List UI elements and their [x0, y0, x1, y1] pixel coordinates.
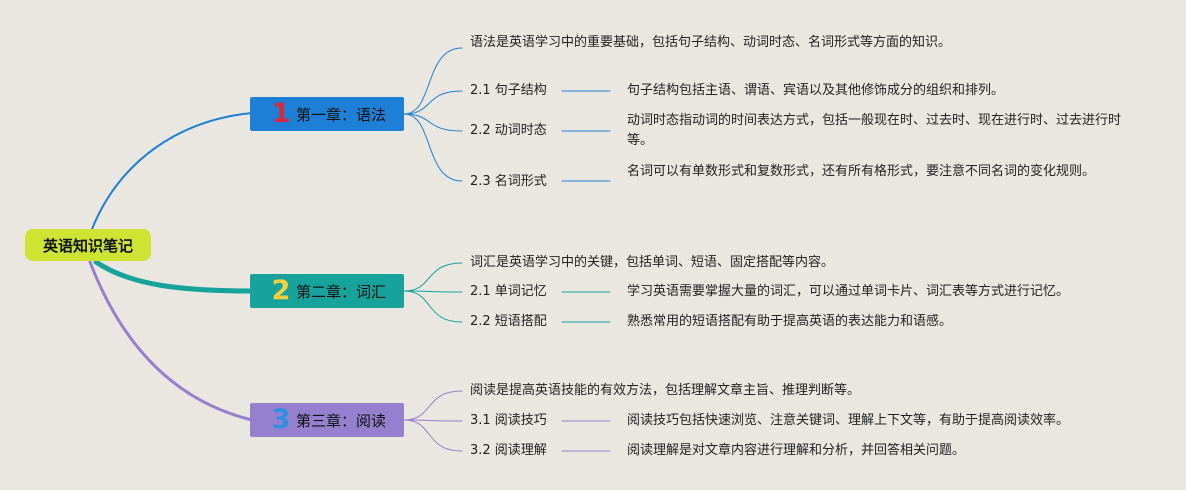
sub-branch-line [403, 47, 463, 115]
chapter-summary: 词汇是英语学习中的关键，包括单词、短语、固定搭配等内容。 [470, 255, 835, 270]
root-label: 英语知识笔记 [42, 236, 133, 255]
subtopic-desc: 阅读理解是对文章内容进行理解和分析，并回答相关问题。 [627, 443, 966, 458]
sub-branch-line [403, 419, 463, 422]
subtopic-desc: 句子结构包括主语、谓语、宾语以及其他修饰成分的组织和排列。 [627, 83, 1005, 98]
subtopic-desc: 熟悉常用的短语搭配有助于提高英语的表达能力和语感。 [627, 314, 953, 329]
subtopic-label: 2.1 单词记忆 [470, 284, 547, 299]
sub-branch-line [403, 419, 463, 452]
sub-branch-line [403, 390, 463, 421]
sub-branch-line [403, 290, 463, 323]
subtopic-label: 2.1 句子结构 [470, 83, 547, 98]
sub-branch-line [403, 113, 463, 182]
sub-branch-line [403, 113, 463, 132]
sub-branch-line [403, 90, 463, 115]
chapter-node-grammar[interactable]: 1 第一章：语法 [250, 97, 404, 131]
chapter-number-badge: 2 [271, 275, 291, 306]
subtopic-label: 2.2 动词时态 [470, 123, 547, 138]
subtopic-label: 3.1 阅读技巧 [470, 413, 547, 428]
subtopic-desc: 学习英语需要掌握大量的词汇，可以通过单词卡片、词汇表等方式进行记忆。 [627, 284, 1070, 299]
sub-branch-line [403, 262, 463, 292]
branch-line-chapter-1 [91, 112, 253, 230]
chapter-summary: 阅读是提高英语技能的有效方法，包括理解文章主旨、推理判断等。 [470, 383, 861, 398]
subtopic-desc: 名词可以有单数形式和复数形式，还有所有格形式，要注意不同名词的变化规则。 [627, 164, 1096, 179]
subtopic-label: 2.3 名词形式 [470, 174, 547, 189]
branch-line-chapter-2 [93, 259, 255, 294]
chapter-node-vocabulary[interactable]: 2 第二章：词汇 [250, 274, 404, 308]
chapter-number-badge: 1 [271, 98, 291, 129]
chapter-summary: 语法是英语学习中的重要基础，包括句子结构、动词时态、名词形式等方面的知识。 [470, 35, 952, 50]
chapter-label: 第二章：词汇 [296, 282, 387, 301]
chapter-number-badge: 3 [271, 404, 291, 435]
chapter-label: 第三章：阅读 [296, 411, 387, 430]
subtopic-desc: 动词时态指动词的时间表达方式，包括一般现在时、过去时、现在进行时、过去进行时等。 [627, 113, 1122, 148]
chapter-label: 第一章：语法 [296, 105, 387, 124]
subtopic-label: 2.2 短语搭配 [470, 314, 547, 329]
chapter-node-reading[interactable]: 3 第三章：阅读 [250, 403, 404, 437]
subtopic-label: 3.2 阅读理解 [470, 443, 547, 458]
subtopic-desc: 阅读技巧包括快速浏览、注意关键词、理解上下文等，有助于提高阅读效率。 [627, 413, 1070, 428]
sub-branch-line [403, 290, 463, 293]
root-node[interactable]: 英语知识笔记 [25, 229, 151, 261]
branch-line-chapter-3 [88, 260, 254, 422]
